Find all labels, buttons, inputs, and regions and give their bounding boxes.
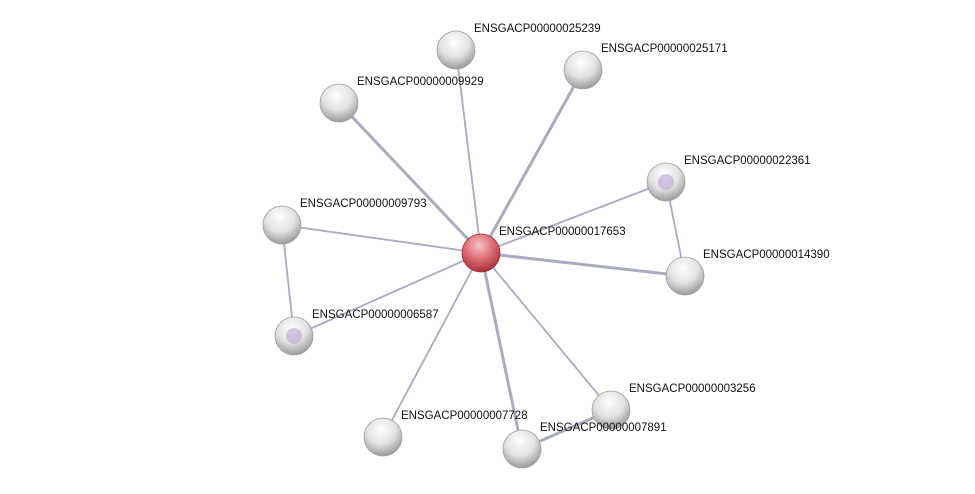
edge[interactable] <box>293 252 482 337</box>
edge[interactable] <box>455 49 482 254</box>
node-sphere[interactable] <box>363 417 403 457</box>
edge[interactable] <box>281 224 482 254</box>
node-label: ENSGACP00000007728 <box>401 410 528 422</box>
edge[interactable] <box>479 252 524 450</box>
node-sphere[interactable] <box>461 233 501 273</box>
edge[interactable] <box>479 69 585 254</box>
node-sphere[interactable] <box>262 205 302 245</box>
protein-node[interactable]: ENSGACP00000003256 <box>591 383 756 430</box>
protein-node[interactable]: ENSGACP00000009929 <box>319 76 484 123</box>
node-sphere[interactable] <box>319 83 359 123</box>
node-sphere[interactable] <box>591 390 631 430</box>
node-sphere[interactable] <box>665 256 705 296</box>
protein-structure-icon <box>658 174 674 190</box>
protein-node[interactable]: ENSGACP00000006587 <box>274 309 439 356</box>
edge[interactable] <box>480 252 612 411</box>
protein-node[interactable]: ENSGACP00000014390 <box>665 249 830 296</box>
node-label: ENSGACP00000014390 <box>703 249 830 261</box>
node-label: ENSGACP00000022361 <box>684 155 811 167</box>
node-label: ENSGACP00000007891 <box>540 422 667 434</box>
edge[interactable] <box>337 101 483 255</box>
node-sphere[interactable] <box>563 50 603 90</box>
node-label: ENSGACP00000009793 <box>300 198 427 210</box>
protein-node[interactable]: ENSGACP00000025239 <box>436 23 601 70</box>
edge[interactable] <box>480 251 686 278</box>
protein-node[interactable]: ENSGACP00000007891 <box>502 422 667 469</box>
query-node[interactable]: ENSGACP00000017653 <box>461 226 626 273</box>
node-label: ENSGACP00000017653 <box>499 226 626 238</box>
node-label: ENSGACP00000009929 <box>357 76 484 88</box>
protein-node[interactable]: ENSGACP00000009793 <box>262 198 427 245</box>
node-label: ENSGACP00000025171 <box>601 43 728 55</box>
protein-structure-icon <box>286 328 302 344</box>
node-sphere[interactable] <box>502 429 542 469</box>
edge[interactable] <box>382 252 482 438</box>
node-label: ENSGACP00000006587 <box>312 309 439 321</box>
node-label: ENSGACP00000003256 <box>629 383 756 395</box>
protein-node[interactable]: ENSGACP00000007728 <box>363 410 528 457</box>
node-sphere[interactable] <box>436 30 476 70</box>
node-label: ENSGACP00000025239 <box>474 23 601 35</box>
protein-node[interactable]: ENSGACP00000025171 <box>563 43 728 90</box>
edge[interactable] <box>480 181 667 254</box>
protein-node[interactable]: ENSGACP00000022361 <box>646 155 811 202</box>
